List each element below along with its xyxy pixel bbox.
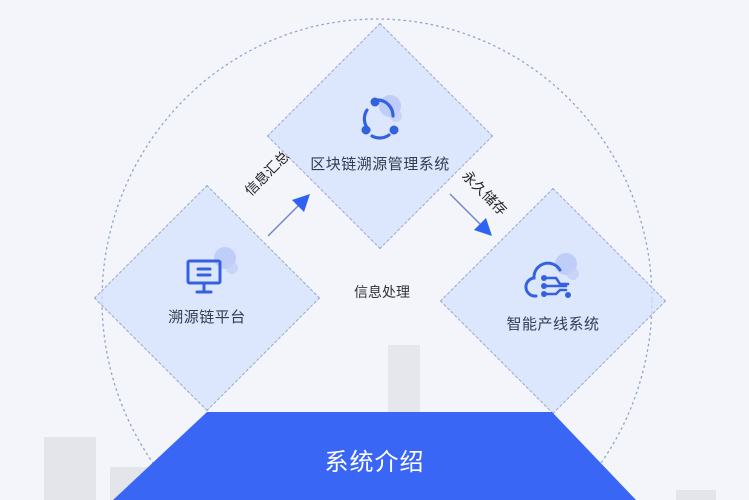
center-label: 信息处理 — [354, 285, 410, 301]
cloud-circuit-icon — [524, 253, 579, 298]
arrow-down-right-icon — [449, 193, 492, 236]
background-building — [676, 490, 716, 500]
node-label-top: 区块链溯源管理系统 — [310, 155, 450, 173]
node-label-right: 智能产线系统 — [506, 315, 600, 333]
diagram-title: 系统介绍 — [324, 448, 425, 476]
blockchain-cycle-icon — [361, 95, 402, 140]
arrow-up-right-icon — [267, 194, 310, 237]
monitor-icon — [186, 247, 238, 294]
node-label-left: 溯源链平台 — [168, 308, 246, 326]
background-building — [44, 437, 96, 500]
background-building — [388, 345, 420, 412]
